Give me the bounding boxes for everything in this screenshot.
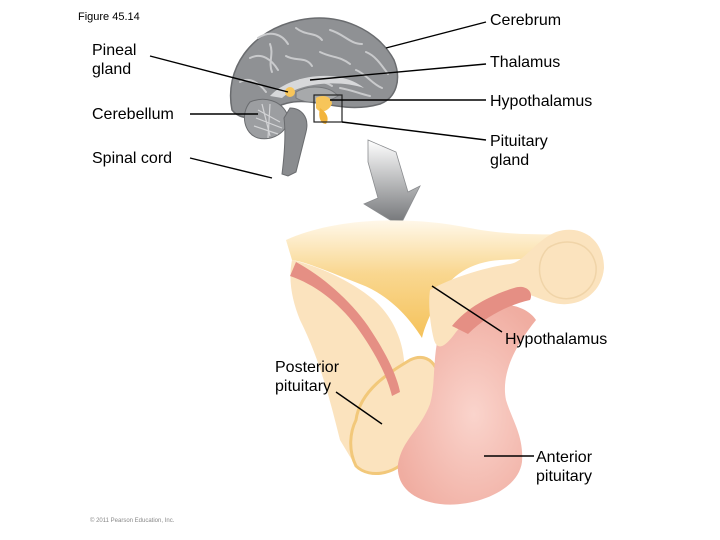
figure-label: Figure 45.14 xyxy=(78,11,140,23)
vessel-red-left xyxy=(290,262,400,396)
pituitary-highlight-box xyxy=(313,94,343,123)
posterior-leader xyxy=(335,391,383,425)
leader-lines xyxy=(149,21,534,457)
cerebrum-folds xyxy=(239,27,389,97)
thalamus-label: Thalamus xyxy=(490,54,561,71)
mamillary-bulb xyxy=(538,241,597,300)
enlarged-pituitary-illustration xyxy=(286,220,604,505)
corpus-callosum-shape xyxy=(270,75,364,98)
anterior-pituitary-label-line1: Anterior xyxy=(536,449,593,466)
pineal-dot xyxy=(285,87,295,97)
pineal-gland-label-line1: Pineal xyxy=(92,42,137,59)
anterior-pituitary-shape xyxy=(397,304,536,505)
pituitary-leader xyxy=(341,121,487,141)
zoom-arrow-icon xyxy=(363,139,421,227)
pineal-gland-label-line2: gland xyxy=(92,61,132,78)
copyright-text: © 2011 Pearson Education, Inc. xyxy=(90,518,175,524)
vessel-red-right xyxy=(452,286,532,334)
cerebellum-label: Cerebellum xyxy=(92,106,174,123)
spinal-cord-leader xyxy=(189,157,273,179)
cerebrum-leader xyxy=(385,21,487,49)
cerebrum-label: Cerebrum xyxy=(490,12,562,29)
hypothalamus-bottom-leader xyxy=(431,285,503,333)
hypothalamus-region xyxy=(316,96,332,112)
cerebellum-folds xyxy=(253,103,283,139)
brain-illustration xyxy=(229,17,399,177)
spinal-cord-label: Spinal cord xyxy=(92,150,173,167)
pituitary-gland-label-line1: Pituitary xyxy=(490,133,548,150)
anterior-pituitary-label-line2: pituitary xyxy=(536,468,593,485)
hypothalamus-top-label: Hypothalamus xyxy=(490,93,593,110)
pineal-leader xyxy=(149,55,289,93)
pituitary-gland-label-line2: gland xyxy=(490,152,530,169)
hypothalamus-bottom-label: Hypothalamus xyxy=(505,331,608,348)
hypothalamus-tissue xyxy=(286,220,600,338)
posterior-pituitary-label-line1: Posterior xyxy=(275,359,340,376)
brainstem-shape xyxy=(281,107,308,177)
posterior-pituitary-label-line2: pituitary xyxy=(275,378,332,395)
thalamus-leader xyxy=(309,63,487,81)
pituitary-small xyxy=(319,108,328,124)
